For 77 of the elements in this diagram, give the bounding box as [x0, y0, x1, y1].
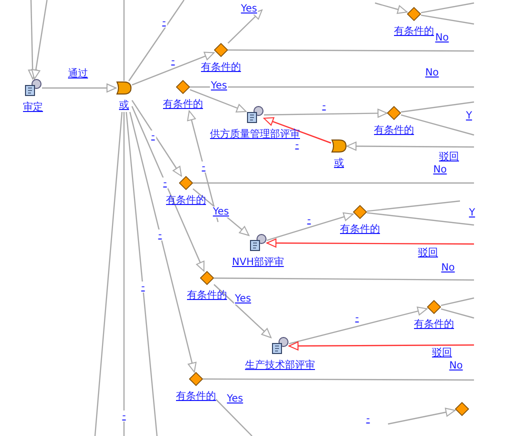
edge-label: Yes	[212, 206, 230, 218]
arrow	[42, 84, 116, 92]
edge-label: Yes	[240, 4, 258, 14]
connector-line	[94, 112, 123, 436]
connector-line	[440, 308, 474, 319]
node-label: 有条件的	[414, 319, 454, 331]
branch-label: No	[440, 262, 456, 274]
connector-line	[420, 2, 474, 14]
node-label: NVH部评审	[232, 257, 284, 269]
edge-label: 驳回	[417, 248, 439, 258]
node-label: 供方质量管理部评审	[210, 129, 300, 141]
edge-label: 驳回	[431, 348, 453, 358]
edge-label: Yes	[210, 80, 228, 92]
node-label: 或	[119, 100, 129, 112]
arrow	[388, 408, 456, 425]
arrow	[132, 100, 182, 176]
connector-line	[214, 278, 474, 281]
node-label: 有条件的	[176, 391, 216, 403]
node-label: 有条件的	[166, 195, 206, 207]
edge-label: -	[140, 282, 146, 292]
branch-label: No	[424, 68, 440, 78]
edge-label: -	[150, 130, 156, 142]
connector-line	[216, 398, 252, 436]
connector-line	[193, 182, 474, 184]
node-label: 有条件的	[374, 125, 414, 137]
branch-label: No	[432, 164, 448, 176]
edge-label: Yes	[234, 294, 252, 304]
connector-line	[420, 14, 474, 25]
branch-label: No	[448, 360, 464, 372]
arrow	[288, 341, 474, 350]
node-label: 或	[334, 158, 344, 170]
connector-line	[128, 0, 184, 82]
branch-label: Y	[468, 208, 476, 218]
arrow	[266, 212, 354, 241]
connector-line	[203, 378, 474, 381]
connector-line	[123, 0, 125, 81]
connector-line	[190, 86, 474, 88]
arrow	[28, 0, 38, 80]
branch-label: No	[434, 32, 450, 44]
edge-label: Yes	[226, 394, 244, 404]
arrow	[264, 117, 332, 144]
edge-label: -	[157, 230, 163, 240]
arrow	[190, 89, 246, 112]
node-label: 有条件的	[187, 290, 227, 302]
arrow	[187, 110, 219, 222]
connector-line	[228, 49, 474, 52]
arrow	[132, 52, 214, 86]
arrow	[192, 188, 250, 236]
arrow	[131, 106, 204, 272]
connector-line	[400, 101, 474, 113]
edge-label: -	[162, 178, 168, 188]
edge-label: 通过	[67, 68, 89, 80]
node-label: 生产技术部评审	[245, 360, 315, 372]
node-label: 有条件的	[394, 26, 434, 38]
arrow	[288, 306, 428, 344]
arrow	[228, 10, 262, 44]
node-label: 有条件的	[163, 99, 203, 111]
connector-line	[126, 112, 158, 436]
arrow	[346, 142, 474, 151]
arrow	[129, 112, 197, 372]
edge-label: -	[200, 161, 206, 172]
edge-label: -	[121, 410, 127, 422]
connector-line	[440, 297, 474, 306]
node-label: 有条件的	[201, 62, 241, 74]
arrow	[31, 0, 48, 80]
edge-label: 驳回	[438, 152, 460, 162]
arrow	[266, 238, 474, 248]
connector-line	[400, 114, 474, 136]
connector-line	[366, 200, 460, 212]
arrow	[374, 2, 408, 14]
branch-label: Y	[464, 110, 474, 122]
arrow	[214, 284, 272, 338]
connector-line	[123, 112, 125, 436]
node-label: 审定	[23, 102, 43, 114]
arrow	[264, 108, 388, 118]
node-label: 有条件的	[340, 224, 380, 236]
connector-line	[366, 212, 474, 226]
